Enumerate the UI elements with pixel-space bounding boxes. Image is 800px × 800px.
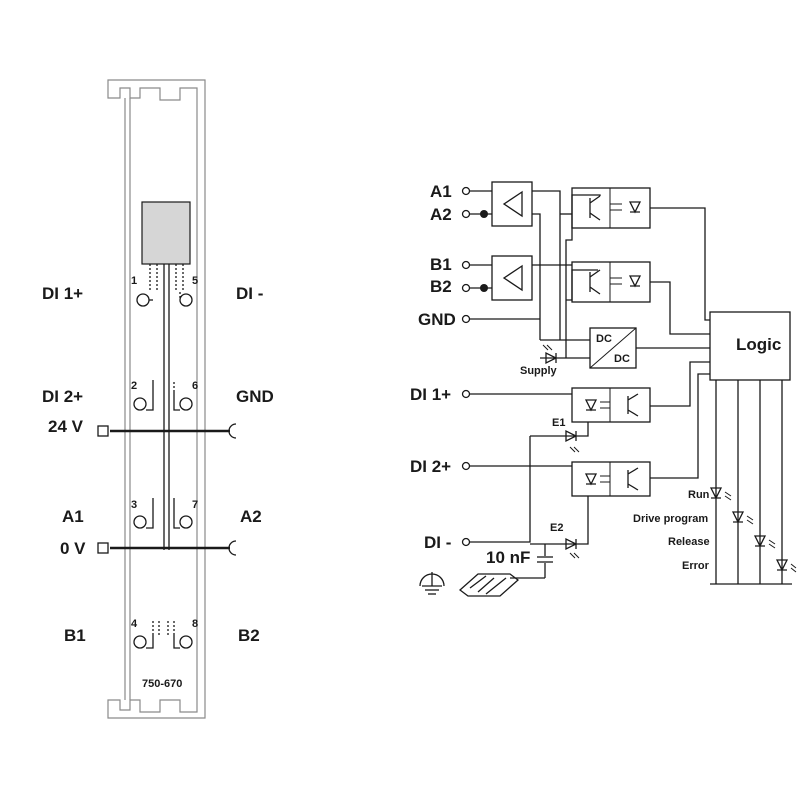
supply-led-icon (545, 351, 558, 365)
pin-number: 6 (192, 380, 198, 392)
connector-block (141, 201, 191, 265)
pin-number: 5 (192, 275, 198, 287)
amplifier-b (491, 255, 533, 301)
label-a1: A1 (62, 507, 84, 526)
led-label-run: Run (688, 489, 710, 501)
0v-terminal-square (97, 542, 109, 554)
label-gnd: GND (236, 387, 274, 406)
terminal-module: 1 2 3 4 5 6 7 8 DI 1+ DI - DI 2+ GND 24 … (42, 79, 274, 719)
led-label-drive-program: Drive program (633, 513, 708, 525)
logic-label: Logic (736, 335, 781, 354)
run-led-icon (709, 487, 732, 501)
clamp-6[interactable] (173, 380, 193, 411)
label-a2: A2 (240, 507, 262, 526)
label-24v: 24 V (48, 417, 84, 436)
clamp-4[interactable] (133, 620, 160, 649)
e2-led-icon (565, 537, 578, 551)
clamp-2[interactable] (133, 380, 154, 411)
capacitor-label: 10 nF (486, 548, 530, 567)
input-label-di2-plus: DI 2+ (410, 457, 451, 476)
led-label-error: Error (682, 560, 710, 572)
clamp-8[interactable] (167, 620, 193, 649)
optocoupler-di1 (571, 387, 651, 423)
ground-icon (419, 572, 445, 595)
clamp-5[interactable] (179, 292, 193, 307)
0v-rail-end (228, 540, 237, 556)
dcdc-label-top: DC (596, 333, 612, 345)
e1-label: E1 (552, 417, 565, 429)
din-rail-icon (458, 573, 545, 597)
input-label-di1-plus: DI 1+ (410, 385, 451, 404)
label-0v: 0 V (60, 539, 86, 558)
pin-number: 4 (131, 618, 138, 630)
input-label-di-minus: DI - (424, 533, 451, 552)
pin-number: 2 (131, 380, 137, 392)
input-label-b1: B1 (430, 255, 452, 274)
label-di2-plus: DI 2+ (42, 387, 83, 406)
clamp-3[interactable] (133, 498, 154, 529)
24v-terminal-square (97, 425, 109, 437)
pin-number: 3 (131, 499, 137, 511)
clamp-7[interactable] (173, 498, 193, 529)
clamp-1[interactable] (136, 293, 153, 307)
part-number: 750-670 (142, 678, 182, 690)
module-housing (107, 79, 206, 719)
pin-number: 8 (192, 618, 198, 630)
optocoupler-b (571, 261, 651, 303)
optocoupler-a (571, 187, 651, 229)
input-label-gnd: GND (418, 310, 456, 329)
led-label-release: Release (668, 536, 710, 548)
label-di-minus: DI - (236, 284, 263, 303)
label-di1-plus: DI 1+ (42, 284, 83, 303)
supply-label: Supply (520, 365, 558, 377)
e1-led-icon (565, 429, 578, 443)
amplifier-a (491, 181, 533, 227)
release-led-icon (753, 535, 776, 549)
e2-label: E2 (550, 522, 563, 534)
input-label-b2: B2 (430, 277, 452, 296)
drive-program-led-icon (731, 511, 754, 525)
dcdc-label-bottom: DC (614, 353, 630, 365)
24v-rail-end (228, 423, 237, 439)
pin-number: 7 (192, 499, 198, 511)
label-b2: B2 (238, 626, 260, 645)
label-b1: B1 (64, 626, 86, 645)
pin-number: 1 (131, 275, 137, 287)
input-label-a1: A1 (430, 182, 452, 201)
logic-block (709, 311, 791, 381)
error-led-icon (775, 559, 797, 573)
optocoupler-di2 (571, 461, 651, 497)
circuit-schematic: A1 A2 B1 B2 GND DI 1+ DI 2+ DI - (410, 181, 797, 597)
input-label-a2: A2 (430, 205, 452, 224)
